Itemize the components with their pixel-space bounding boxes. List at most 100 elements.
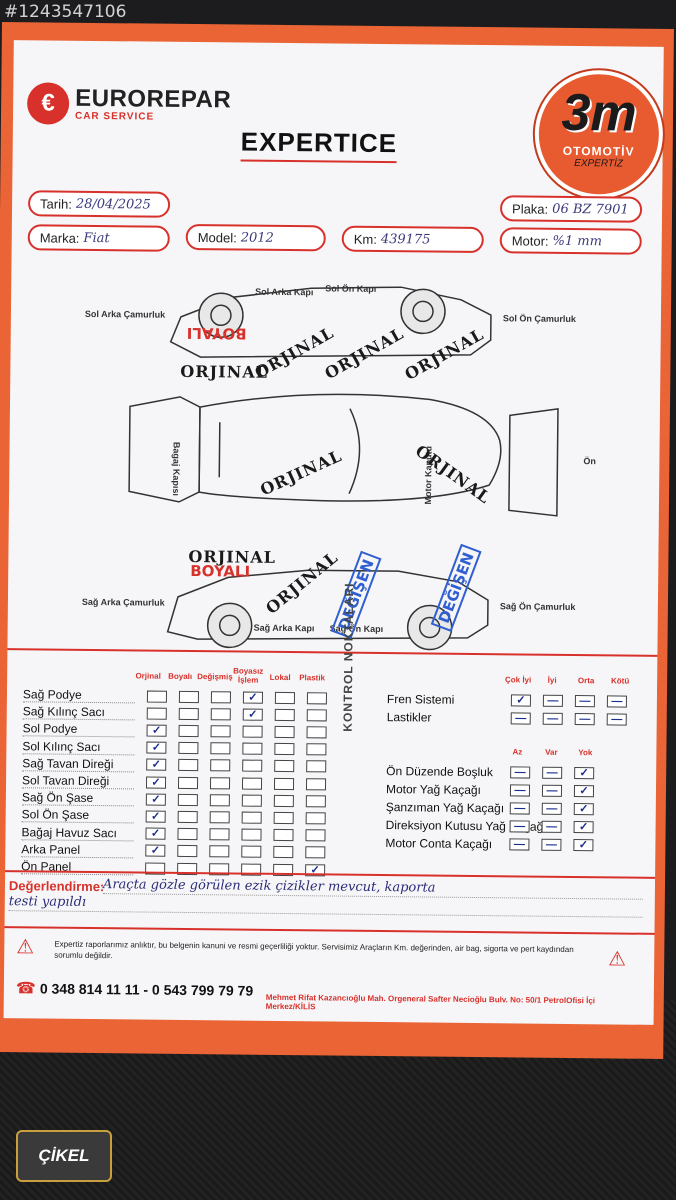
part-checkbox[interactable] (241, 845, 262, 859)
part-checkbox[interactable] (210, 742, 231, 755)
leak-checkbox[interactable]: — (509, 802, 530, 815)
part-checkbox[interactable]: ✓ (145, 793, 166, 806)
stamp-boyali-left: BOYALI (186, 323, 247, 343)
leak-row: Direksiyon Kutusu Yağ Kaçağı——✓ (386, 816, 594, 836)
leak-checkbox[interactable]: — (509, 784, 531, 797)
part-checkbox[interactable] (242, 725, 263, 738)
leak-checkbox[interactable]: — (510, 766, 531, 779)
part-checkbox[interactable] (305, 846, 326, 859)
leak-checkbox[interactable]: — (542, 766, 563, 779)
right-front-wheel (406, 604, 453, 651)
part-checkbox[interactable] (209, 793, 230, 807)
part-checkbox[interactable] (274, 760, 295, 773)
part-checkbox[interactable] (274, 708, 295, 721)
part-checkbox[interactable] (241, 828, 262, 841)
part-checkbox[interactable] (274, 725, 295, 738)
part-checkbox[interactable] (177, 827, 198, 841)
part-checkbox[interactable] (209, 811, 230, 824)
left-front-wheel (400, 288, 446, 335)
leak-checkbox[interactable]: ✓ (573, 785, 595, 798)
right-front-hub (418, 616, 441, 639)
part-checkbox[interactable] (273, 811, 294, 824)
part-checkbox[interactable] (274, 742, 295, 756)
part-checkbox[interactable]: ✓ (145, 827, 166, 840)
part-checkbox[interactable]: ✓ (146, 758, 167, 772)
address-text: Mehmet Rifat Kazancıoğlu Mah. Orgeneral … (265, 992, 596, 1012)
disclaimer-text: Expertiz raporlarımız anlıktır, bu belge… (54, 939, 574, 961)
part-checkbox[interactable] (273, 777, 295, 790)
part-checkbox[interactable] (178, 741, 199, 755)
leak-checkbox[interactable]: — (541, 838, 562, 851)
leak-checkbox[interactable]: ✓ (573, 803, 594, 816)
part-checkbox[interactable] (305, 794, 326, 808)
part-checkbox[interactable] (242, 742, 263, 755)
part-checkbox[interactable] (209, 845, 230, 858)
part-checkbox[interactable] (177, 776, 199, 789)
model-label: Model: (197, 229, 237, 245)
part-checkbox[interactable] (241, 811, 262, 824)
quality-checkbox[interactable]: — (574, 713, 595, 726)
part-checkbox[interactable] (177, 793, 198, 806)
part-checkbox[interactable] (241, 777, 263, 790)
leak-checkbox[interactable]: ✓ (573, 839, 594, 852)
logo-line1: OTOMOTİV (562, 143, 635, 159)
part-checkbox[interactable]: ✓ (242, 691, 264, 704)
part-checkbox[interactable] (210, 690, 232, 703)
part-checkbox[interactable]: ✓ (145, 776, 167, 789)
part-checkbox[interactable] (210, 707, 231, 721)
part-checkbox[interactable] (305, 829, 326, 842)
phone-icon: ☎ (15, 980, 36, 998)
quality-checkbox[interactable]: ✓ (510, 694, 531, 707)
leak-checkbox[interactable]: — (509, 820, 530, 833)
part-checkbox[interactable] (306, 708, 327, 722)
quality-table: Fren Sistemi✓———Lastikler———— (14, 40, 664, 726)
leak-checkbox[interactable]: ✓ (574, 767, 595, 780)
brand-field: Marka: Fiat (27, 224, 170, 252)
part-checkbox[interactable] (273, 794, 294, 807)
label-bagaj-kapisi: Bagaj Kapısı (171, 441, 182, 496)
part-checkbox[interactable]: ✓ (146, 741, 167, 754)
part-checkbox[interactable] (305, 812, 326, 825)
part-checkbox[interactable] (209, 776, 231, 789)
date-value: 28/04/2025 (75, 196, 151, 213)
part-checkbox[interactable] (306, 726, 327, 739)
leak-checkbox[interactable]: — (541, 820, 562, 833)
part-checkbox[interactable] (306, 691, 328, 704)
part-checkbox[interactable] (146, 690, 168, 703)
part-checkbox[interactable] (306, 743, 327, 756)
part-checkbox[interactable] (210, 759, 231, 772)
part-checkbox[interactable] (273, 846, 294, 859)
part-checkbox[interactable] (210, 725, 231, 738)
quality-checkbox[interactable]: — (542, 694, 563, 707)
plate-value: 06 BZ 7901 (552, 201, 629, 218)
part-checkbox[interactable] (305, 777, 327, 790)
leak-checkbox[interactable]: — (509, 838, 530, 851)
part-checkbox[interactable] (178, 707, 199, 720)
top-view-body (198, 393, 502, 502)
quality-checkbox[interactable]: — (606, 695, 627, 708)
leak-checkbox[interactable]: — (541, 802, 562, 815)
part-checkbox[interactable] (242, 759, 263, 773)
part-checkbox[interactable] (209, 828, 230, 841)
part-checkbox[interactable]: ✓ (242, 708, 263, 721)
part-checkbox[interactable] (178, 690, 200, 703)
quality-checkbox[interactable]: — (606, 713, 627, 726)
part-checkbox[interactable] (178, 724, 199, 737)
leak-checkbox[interactable]: ✓ (573, 821, 594, 834)
part-checkbox[interactable] (177, 810, 198, 823)
part-checkbox[interactable] (177, 845, 198, 858)
part-checkbox[interactable]: ✓ (145, 810, 166, 823)
part-checkbox[interactable] (274, 691, 296, 704)
quality-checkbox[interactable]: — (574, 695, 595, 708)
part-checkbox[interactable] (273, 828, 294, 842)
leak-checkbox[interactable]: — (541, 784, 563, 797)
part-checkbox[interactable] (306, 760, 327, 773)
document-title: EXPERTICE (240, 126, 398, 164)
part-checkbox[interactable] (241, 794, 262, 807)
part-checkbox[interactable]: ✓ (145, 844, 166, 858)
part-checkbox[interactable]: ✓ (146, 724, 167, 737)
quality-checkbox[interactable]: — (510, 712, 531, 725)
quality-checkbox[interactable]: — (542, 712, 563, 725)
part-checkbox[interactable] (146, 707, 167, 720)
part-checkbox[interactable] (178, 759, 199, 772)
